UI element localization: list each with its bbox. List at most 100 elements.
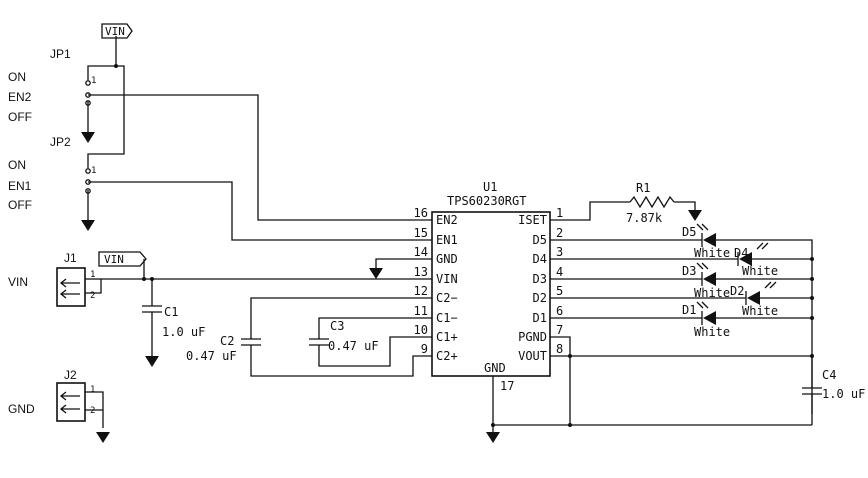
d5-color: White	[694, 246, 730, 260]
c2-capacitor: C2 0.47 uF	[186, 334, 261, 363]
u1-pin-name: C2−	[436, 291, 458, 305]
u1-pin-name: EN2	[436, 213, 458, 227]
u1-pin-number: 7	[556, 323, 563, 337]
d2-color: White	[742, 304, 778, 318]
led-d3: D3 White	[682, 262, 730, 300]
u1-pin-name: D2	[533, 291, 547, 305]
d3-color: White	[694, 286, 730, 300]
c3-label: C3	[330, 319, 344, 333]
u1-pin-number: 8	[556, 342, 563, 356]
jp2-on-label: ON	[8, 158, 26, 172]
u1-label: U1	[483, 180, 497, 194]
r1-ground-symbol	[688, 210, 702, 221]
jp1: JP1 ON EN2 OFF 1	[8, 47, 96, 143]
jp1-pin1-label: 1	[91, 76, 96, 86]
u1-pin-number: 2	[556, 226, 563, 240]
c3-value: 0.47 uF	[328, 339, 379, 353]
c4-capacitor: C4 1.0 uF	[802, 368, 865, 401]
jp1-off-label: OFF	[8, 110, 32, 124]
u1-pin-number: 16	[414, 206, 428, 220]
jp2-pin1-label: 1	[91, 166, 96, 176]
u1-pin-number: 9	[421, 342, 428, 356]
j1-pin2-label: 2	[90, 291, 95, 301]
u1-pin-number: 5	[556, 284, 563, 298]
u1-pin-number: 14	[414, 245, 428, 259]
j1-pin1-label: 1	[90, 270, 95, 280]
d3-label: D3	[682, 264, 696, 278]
u1-pin-number: 12	[414, 284, 428, 298]
u1-pin-name: D4	[533, 252, 547, 266]
u1-part-number: TPS60230RGT	[447, 194, 526, 208]
u1-pin-number: 10	[414, 323, 428, 337]
r1-value: 7.87k	[626, 211, 663, 225]
u1-pin-name: VOUT	[518, 349, 547, 363]
j1-connector: J1 VIN 1 2	[8, 251, 101, 307]
u1-pin-name: D5	[533, 233, 547, 247]
c2-value: 0.47 uF	[186, 349, 237, 363]
j2-connector: J2 GND 1 2	[8, 368, 110, 443]
u1-pin-name: PGND	[518, 330, 547, 344]
vin-flag-j1: VIN	[98, 251, 147, 267]
r1-resistor: R1 7.87k	[626, 181, 675, 225]
jp1-on-label: ON	[8, 70, 26, 84]
u1-pin-name: C2+	[436, 349, 458, 363]
vin-flag-j1-label: VIN	[104, 253, 124, 266]
u1-pin-number: 15	[414, 226, 428, 240]
led-d2: D2 White	[730, 281, 778, 318]
u1-pin-number: 3	[556, 245, 563, 259]
vin-flag-top-label: VIN	[105, 25, 125, 38]
jp1-ground-symbol	[81, 132, 95, 143]
jp2-en1-label: EN1	[8, 179, 32, 193]
j1-label: J1	[64, 251, 77, 265]
d4-label: D4	[734, 246, 748, 260]
u1-pin-name: EN1	[436, 233, 458, 247]
u1-pin-number: 1	[556, 206, 563, 220]
u1-gnd-pin-number: 17	[500, 379, 514, 393]
u1-ground-symbol	[486, 432, 500, 443]
d4-color: White	[742, 264, 778, 278]
jp1-label: JP1	[50, 47, 71, 61]
jp2-off-label: OFF	[8, 198, 32, 212]
gnd-pin14-ground-symbol	[369, 268, 383, 279]
led-d1: D1 White	[682, 301, 730, 339]
jp1-en2-label: EN2	[8, 90, 32, 104]
jp2: JP2 ON EN1 OFF 1	[8, 135, 96, 231]
j2-ground-symbol	[96, 432, 110, 443]
r1-label: R1	[636, 181, 650, 195]
c3-capacitor: C3 0.47 uF	[309, 319, 379, 353]
d2-label: D2	[730, 284, 744, 298]
u1-pin-name: VIN	[436, 272, 458, 286]
u1-pin-name: D1	[533, 311, 547, 325]
u1-gnd-pin-label: GND	[484, 361, 506, 375]
c1-capacitor: C1 1.0 uF	[142, 305, 205, 367]
wires	[85, 36, 814, 432]
gnd-side-label: GND	[8, 402, 35, 416]
j2-pin1-label: 1	[90, 385, 95, 395]
j2-label: J2	[64, 368, 77, 382]
u1-pin-name: D3	[533, 272, 547, 286]
c4-value: 1.0 uF	[822, 387, 865, 401]
u1-pin-number: 6	[556, 304, 563, 318]
u1-pin-number: 4	[556, 265, 563, 279]
c2-label: C2	[220, 334, 234, 348]
u1-pin-name: ISET	[518, 213, 547, 227]
u1-pin-name: GND	[436, 252, 458, 266]
u1-pin-name: C1−	[436, 311, 458, 325]
vin-side-label: VIN	[8, 275, 28, 289]
u1-pin-number: 11	[414, 304, 428, 318]
u1-pin-number: 13	[414, 265, 428, 279]
c1-value: 1.0 uF	[162, 325, 205, 339]
d1-label: D1	[682, 303, 696, 317]
d1-color: White	[694, 325, 730, 339]
j2-pin2-label: 2	[90, 406, 95, 416]
d5-label: D5	[682, 225, 696, 239]
vin-flag-top: VIN	[101, 23, 133, 39]
jp2-ground-symbol	[81, 220, 95, 231]
jp2-label: JP2	[50, 135, 71, 149]
c1-label: C1	[164, 305, 178, 319]
u1-pin-name: C1+	[436, 330, 458, 344]
